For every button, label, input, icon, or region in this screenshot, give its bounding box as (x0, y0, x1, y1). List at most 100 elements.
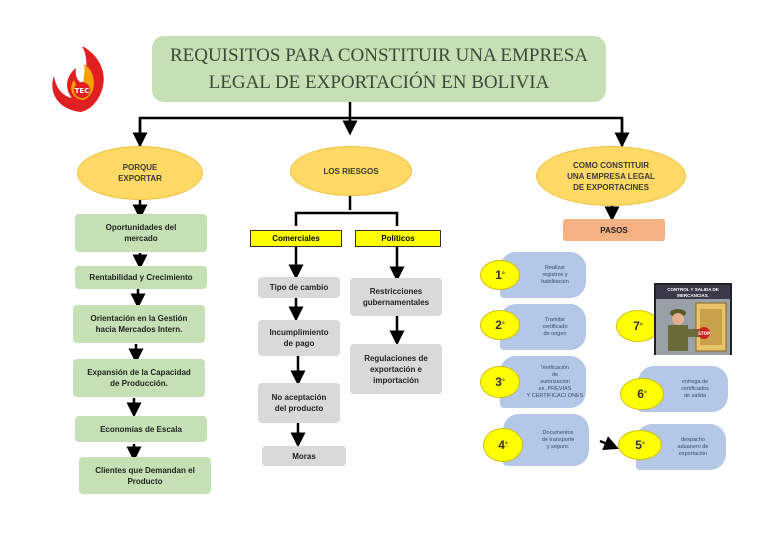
step-text: autorizacion (540, 378, 570, 385)
item-text: Rentabilidad y Crecimiento (89, 273, 193, 282)
politicos-item-1: Restricciones gubernamentales (350, 278, 442, 316)
item-text: Producto (127, 476, 163, 486)
item-text: de pago (283, 339, 315, 348)
title-line-2: LEGAL DE EXPORTACIÓN EN BOLIVIA (208, 72, 550, 93)
step-text: certificado (542, 323, 568, 330)
step-num: 5 (635, 438, 642, 452)
logo-text: TEC (75, 87, 90, 95)
politicos-box: Políticos (355, 230, 441, 247)
degree: ° (504, 441, 508, 449)
step-3-number: 3° (480, 366, 520, 398)
porque-line-1: PORQUE (122, 163, 158, 172)
porque-item-6: Clientes que Demandan el Producto (79, 457, 211, 494)
step-num: 3 (495, 375, 502, 389)
step-1-number: 1° (480, 260, 520, 290)
step-4-number: 4° (483, 428, 523, 462)
item-text: Clientes que Demandan el (95, 465, 195, 475)
step-text: es ,PREVIAS (538, 385, 572, 392)
porque-line-2: EXPORTAR (118, 174, 162, 183)
item-text: Moras (292, 451, 316, 461)
porque-item-2: Rentabilidad y Crecimiento (75, 266, 207, 289)
step-text: Documentos (542, 429, 574, 436)
customs-officer-icon: STOP (656, 299, 730, 355)
porque-item-4: Expansión de la Capacidad de Producción. (73, 359, 205, 397)
los-riesgos-node: LOS RIESGOS (290, 146, 412, 196)
step-text: y seguro. (546, 443, 570, 450)
title-line-1: REQUISITOS PARA CONSTITUIR UNA EMPRESA (169, 45, 589, 66)
comerciales-item-3: No aceptación del producto (258, 383, 340, 423)
degree: ° (643, 390, 647, 398)
item-text: Economías de Escala (100, 424, 182, 434)
pasos-box: PASOS (563, 219, 665, 241)
item-text: No aceptación (271, 393, 327, 402)
step-7-number: 7° (616, 310, 660, 342)
como-line-1: COMO CONSTITUIR (573, 160, 649, 170)
porque-item-3: Orientación en la Gestión hacia Mercados… (73, 305, 205, 343)
step-text: Realizar (544, 264, 566, 271)
step-text: de (551, 371, 559, 378)
step-num: 2 (495, 318, 502, 332)
porque-item-1: Oportunidades del mercado (75, 214, 207, 252)
item-text: mercado (124, 234, 158, 243)
item-text: importación (373, 375, 419, 385)
comerciales-box: Comerciales (250, 230, 342, 247)
degree: ° (501, 271, 505, 279)
step-text: despacho (681, 436, 705, 443)
item-text: Regulaciones de (364, 353, 428, 363)
degree: ° (641, 441, 645, 449)
step-text: de origen (543, 330, 567, 337)
step-text: exportación (678, 450, 708, 457)
porque-item-5: Economías de Escala (75, 416, 207, 442)
step-6-number: 6° (620, 378, 664, 410)
item-text: Restricciones (369, 287, 423, 296)
item-text: Incumplimiento (269, 328, 329, 337)
riesgos-label: LOS RIESGOS (323, 166, 379, 176)
step-1-shape: Realizar registros y habilitación (500, 252, 586, 298)
degree: ° (501, 321, 505, 329)
step-num: 1 (495, 268, 502, 282)
step-text: habilitación (541, 278, 569, 285)
item-text: Tipo de cambio (269, 283, 329, 292)
step-text: de transporte (541, 436, 575, 443)
item-text: de Producción. (110, 379, 168, 388)
control-line-1: CONTROL Y SALIDA DE (667, 287, 719, 292)
control-line-2: MERCANCIAS. (677, 293, 709, 298)
item-text: hacia Mercados Intern. (95, 325, 183, 334)
step-text: Tramitar (544, 316, 566, 323)
page-title: REQUISITOS PARA CONSTITUIR UNA EMPRESA L… (152, 36, 606, 102)
politicos-item-2: Regulaciones de exportación e importació… (350, 344, 442, 394)
step-text: de salida (683, 392, 707, 399)
step-num: 6 (637, 387, 644, 401)
degree: ° (501, 378, 505, 386)
step-5-number: 5° (618, 430, 662, 460)
step-text: Y CERTIFICACI ONES (526, 392, 584, 399)
comerciales-item-2: Incumplimiento de pago (258, 320, 340, 356)
porque-exportar-node: PORQUE EXPORTAR (77, 146, 203, 200)
como-constituir-node: COMO CONSTITUIR UNA EMPRESA LEGAL DE EXP… (536, 146, 686, 206)
item-text: Oportunidades del (105, 223, 177, 232)
stop-sign-text: STOP (698, 331, 710, 336)
step-2-number: 2° (480, 310, 520, 340)
item-text: gubernamentales (362, 298, 430, 307)
step-text: Verificación (540, 364, 570, 371)
step-text: aduanero de (677, 443, 709, 450)
step-num: 4 (498, 438, 505, 452)
degree: ° (639, 322, 643, 330)
item-text: Expansión de la Capacidad (87, 368, 191, 377)
como-line-3: DE EXPORTACINES (573, 182, 649, 192)
item-text: exportación e (369, 364, 422, 374)
politicos-label: Políticos (381, 234, 415, 243)
tec-logo: TEC (46, 40, 116, 116)
comerciales-label: Comerciales (272, 234, 320, 243)
como-line-2: UNA EMPRESA LEGAL (567, 171, 655, 181)
step-text: entrega de (681, 378, 709, 385)
step-num: 7 (633, 319, 640, 333)
step-text: registros y (542, 271, 568, 278)
step-text: certificados (681, 385, 709, 392)
item-text: Orientación en la Gestión (90, 314, 188, 323)
comerciales-item-1: Tipo de cambio (258, 277, 340, 298)
pasos-label: PASOS (600, 225, 628, 235)
item-text: del producto (274, 404, 324, 413)
control-salida-image: CONTROL Y SALIDA DE MERCANCIAS. STOP (654, 283, 732, 355)
